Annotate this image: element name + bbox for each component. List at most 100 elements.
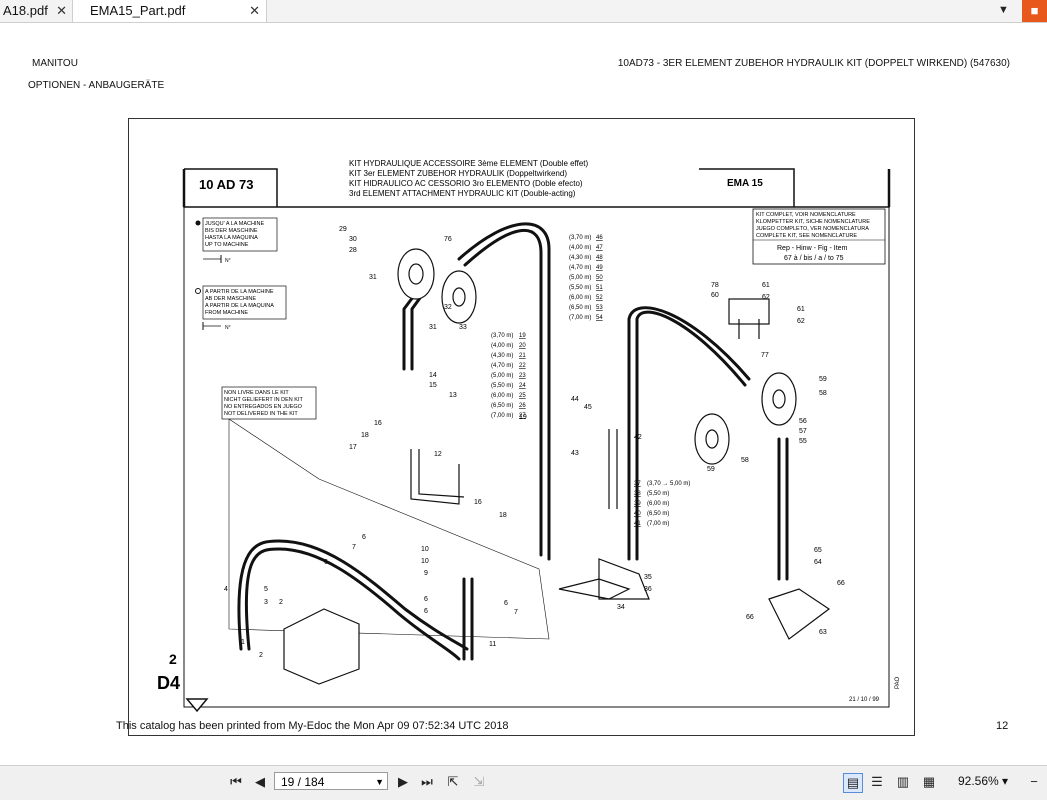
tab-a18[interactable]: A18.pdf ✕ — [0, 0, 74, 21]
callout-number: 32 — [444, 304, 452, 311]
hose-b-6-ref: 25 — [519, 393, 526, 399]
hose-b-5-ref: 24 — [519, 383, 526, 389]
vertical-code: PAO — [895, 676, 901, 689]
callout-number: 57 — [799, 428, 807, 435]
legend-from-0: A PARTIR DE LA MACHINE — [205, 289, 274, 295]
callout-number: 33 — [459, 324, 467, 331]
zoom-out-icon[interactable]: − — [1030, 774, 1038, 789]
two-page-continuous-icon[interactable]: ▦ — [922, 774, 936, 789]
legend-from-3: FROM MACHINE — [205, 310, 248, 316]
hose-b-7-ref: 26 — [519, 403, 526, 409]
callout-number: 18 — [361, 432, 369, 439]
go-back-icon[interactable]: ⇱ — [447, 774, 459, 789]
callout-number: 17 — [349, 444, 357, 451]
kit-box-0: KIT COMPLET, VOIR NOMENCLATURE — [756, 212, 856, 218]
prev-page-icon[interactable]: ◀ — [255, 774, 265, 789]
hose-a-3-ref: 49 — [596, 265, 603, 271]
callout-number: 12 — [434, 451, 442, 458]
callout-number: 4 — [224, 586, 228, 593]
hose-b-3-ref: 22 — [519, 363, 526, 369]
app-logo-icon: ■ — [1022, 0, 1047, 22]
hose-b-0-len: (3,70 m) — [491, 333, 513, 339]
open-dot-icon — [195, 288, 201, 294]
callout-number: 42 — [634, 434, 642, 441]
hose-b-2-ref: 21 — [519, 353, 526, 359]
ref-range: 67 à / bis / a / to 75 — [784, 255, 844, 262]
go-forward-icon[interactable]: ⇲ — [473, 774, 485, 789]
callout-number: 16 — [374, 420, 382, 427]
tab-label: A18.pdf — [3, 3, 48, 18]
callout-number: 62 — [762, 294, 770, 301]
parts-diagram: 10 AD 73 EMA 15 KIT HYDRAULIQUE ACCESSOI… — [157, 159, 901, 713]
chevron-down-icon: ▼ — [375, 777, 384, 787]
hose-b-0-ref: 19 — [519, 333, 526, 339]
zoom-level[interactable]: 92.56% ▾ — [958, 774, 1009, 788]
close-icon[interactable]: ✕ — [249, 3, 260, 18]
two-page-view-icon[interactable]: ▥ — [896, 774, 910, 789]
hose-b-7-len: (6,50 m) — [491, 403, 513, 409]
hose-c-3-len: (6,50 m) — [647, 511, 669, 517]
hose-b-5-len: (5,50 m) — [491, 383, 513, 389]
hose-c-0-len: (3,70 → 5,00 m) — [647, 481, 690, 487]
chevron-down-icon[interactable]: ▼ — [998, 4, 1009, 16]
tab-bar: A18.pdf ✕ EMA15_Part.pdf ✕ ▼ ■ — [0, 0, 1047, 23]
legend-from-2: A PARTIR DE LA MAQUINA — [205, 303, 274, 309]
hose-a-6-len: (6,00 m) — [569, 295, 591, 301]
close-icon[interactable]: ✕ — [56, 3, 67, 18]
hose-c-4-ref: 41 — [634, 521, 641, 527]
pdf-page: MANITOU 10AD73 - 3ER ELEMENT ZUBEHOR HYD… — [0, 23, 1047, 765]
page-marker-num: 2 — [169, 651, 177, 667]
footer-page-number: 12 — [996, 720, 1009, 732]
legend-until-3: UP TO MACHINE — [205, 242, 249, 248]
callout-number: 61 — [762, 282, 770, 289]
not-delivered-1: NICHT GELIEFERT IN DEN KIT — [224, 397, 303, 403]
callout-number: 5 — [264, 586, 268, 593]
hose-a-5-len: (5,50 m) — [569, 285, 591, 291]
callout-number: 6 — [504, 600, 508, 607]
kit-box-1: KLOMPETTER KIT, SICHE NOMENCLATURE — [756, 219, 870, 225]
legend-until-0: JUSQU' A LA MACHINE — [205, 221, 264, 227]
hose-c-4-len: (7,00 m) — [647, 521, 669, 527]
legend-from-1: AB DER MASCHINE — [205, 296, 256, 302]
callout-number: 15 — [429, 382, 437, 389]
tab-ema15-part[interactable]: EMA15_Part.pdf ✕ — [72, 0, 267, 22]
hose-c-1-ref: 38 — [634, 491, 641, 497]
callout-number: 58 — [819, 390, 827, 397]
callout-number: 7 — [514, 609, 518, 616]
hose-b-6-len: (6,00 m) — [491, 393, 513, 399]
callout-number: 6 — [362, 534, 366, 541]
hose-b-2-len: (4,30 m) — [491, 353, 513, 359]
hose-a-2-ref: 48 — [596, 255, 603, 261]
callout-number: 6 — [424, 608, 428, 615]
last-page-icon[interactable]: ⏭ — [421, 774, 433, 789]
callout-number: 7 — [352, 544, 356, 551]
kit-box-2: JUEGO COMPLETO, VER NOMENCLATURA — [756, 226, 869, 232]
callout-number: 65 — [814, 547, 822, 554]
callout-number: 18 — [499, 512, 507, 519]
callout-number: 66 — [837, 580, 845, 587]
first-page-icon[interactable]: ⏮ — [230, 774, 242, 789]
callout-number: 30 — [349, 236, 357, 243]
continuous-view-icon[interactable]: ☰ — [871, 774, 883, 789]
not-delivered-0: NON LIVRE DANS LE KIT — [224, 390, 289, 396]
page-selector[interactable]: 19 / 184 ▼ — [274, 772, 388, 790]
single-page-view-icon[interactable]: ▤ — [843, 773, 863, 793]
hose-table-a: (3,70 m)46 (4,00 m)47 (4,30 m)48 (4,70 m… — [569, 235, 603, 321]
callout-number: 6 — [424, 596, 428, 603]
down-arrow-icon — [185, 698, 209, 713]
callout-number: 28 — [349, 247, 357, 254]
serial-label: N° — [225, 325, 231, 331]
callout-number: 35 — [644, 574, 652, 581]
serial-label: N° — [225, 258, 231, 264]
hose-a-8-len: (7,00 m) — [569, 315, 591, 321]
hose-a-2-len: (4,30 m) — [569, 255, 591, 261]
callout-number: 9 — [424, 570, 428, 577]
legend-until-1: BIS DER MASCHINE — [205, 228, 258, 234]
next-page-icon[interactable]: ▶ — [398, 774, 408, 789]
callout-number: 43 — [571, 450, 579, 457]
callout-number: 34 — [617, 604, 625, 611]
zoom-value: 92.56% — [958, 774, 999, 788]
callout-number: 55 — [799, 438, 807, 445]
parts-diagram-frame: 10 AD 73 EMA 15 KIT HYDRAULIQUE ACCESSOI… — [128, 118, 915, 736]
